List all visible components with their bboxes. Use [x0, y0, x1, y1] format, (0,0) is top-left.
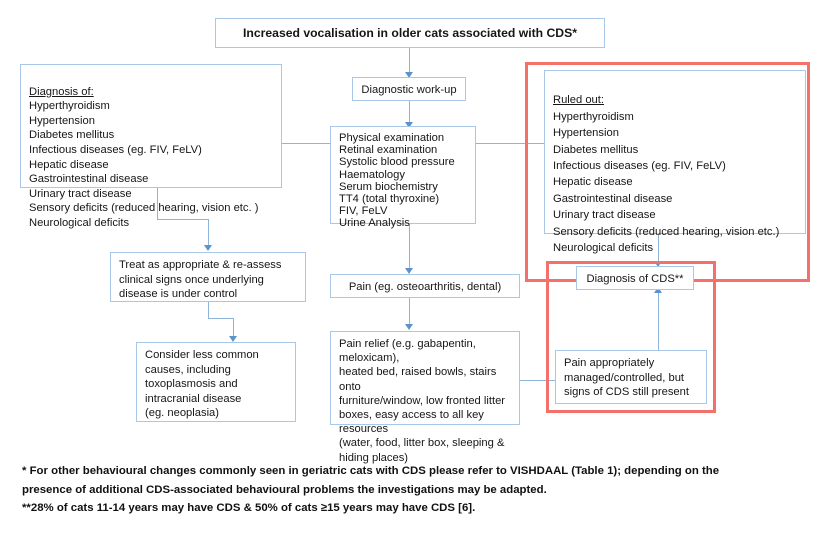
- highlight-rect-cds-pathway: [546, 261, 716, 413]
- footnote-line-2: presence of additional CDS-associated be…: [22, 483, 547, 496]
- connector-treat-down: [208, 302, 210, 319]
- node-diagnosis-of-items: Hyperthyroidism Hypertension Diabetes me…: [29, 100, 259, 229]
- arrowhead-ruledout-to-cds: [654, 261, 662, 267]
- node-ruled-out: Ruled out: Hyperthyroidism Hypertension D…: [544, 70, 806, 254]
- node-pain-relief: Pain relief (e.g. gabapentin, meloxicam)…: [330, 331, 520, 464]
- arrowhead-treat-to-consider: [229, 336, 237, 342]
- arrowhead-workup-to-investigations: [405, 122, 413, 128]
- node-diagnosis-of: Diagnosis of: Hyperthyroidism Hypertensio…: [20, 64, 282, 229]
- footnotes: * For other behavioural changes commonly…: [22, 462, 802, 518]
- connector-investigations-to-pain: [409, 223, 411, 271]
- arrowhead-investigations-to-pain: [405, 268, 413, 274]
- node-diagnosis-of-heading: Diagnosis of:: [29, 85, 94, 98]
- connector-pain-to-painrelief: [409, 297, 411, 327]
- arrowhead-pain-to-painrelief: [405, 324, 413, 330]
- connector-diagnosis-across: [157, 219, 209, 221]
- connector-diagnosis-down: [157, 187, 159, 220]
- node-pain: Pain (eg. osteoarthritis, dental): [330, 274, 520, 298]
- connector-investigations-to-diagnosis: [281, 143, 331, 145]
- connector-treat-across: [208, 318, 234, 320]
- connector-treat-to-consider: [233, 318, 235, 338]
- connector-diagnosis-to-treat: [208, 219, 210, 248]
- node-ruled-out-heading: Ruled out:: [553, 94, 604, 107]
- connector-ruledout-to-cds: [658, 233, 660, 264]
- connector-workup-to-investigations: [409, 101, 411, 125]
- node-treat-as-appropriate: Treat as appropriate & re-assess clinica…: [110, 252, 306, 302]
- arrowhead-diagnosis-to-treat: [204, 245, 212, 251]
- footnote-line-1: * For other behavioural changes commonly…: [22, 465, 720, 477]
- node-title-increased-vocalisation: Increased vocalisation in older cats ass…: [215, 18, 605, 48]
- footnote-line-3: **28% of cats 11-14 years may have CDS &…: [22, 502, 476, 514]
- node-diagnosis-of-cds: Diagnosis of CDS**: [576, 266, 694, 290]
- node-pain-appropriately-managed: Pain appropriately managed/controlled, b…: [555, 350, 707, 404]
- connector-painrelief-to-painmanaged: [520, 380, 566, 382]
- arrowhead-painmanaged-to-cds: [654, 287, 662, 293]
- node-ruled-out-items: Hyperthyroidism Hypertension Diabetes me…: [553, 110, 780, 255]
- arrowhead-title-to-workup: [405, 72, 413, 78]
- node-consider-less-common-causes: Consider less common causes, including t…: [136, 342, 296, 422]
- node-investigations: Physical examination Retinal examination…: [330, 126, 476, 229]
- connector-investigations-to-ruledout: [476, 143, 550, 145]
- connector-title-to-workup: [409, 48, 411, 74]
- connector-painmanaged-to-cds: [658, 290, 660, 350]
- node-diagnostic-work-up: Diagnostic work-up: [352, 77, 466, 101]
